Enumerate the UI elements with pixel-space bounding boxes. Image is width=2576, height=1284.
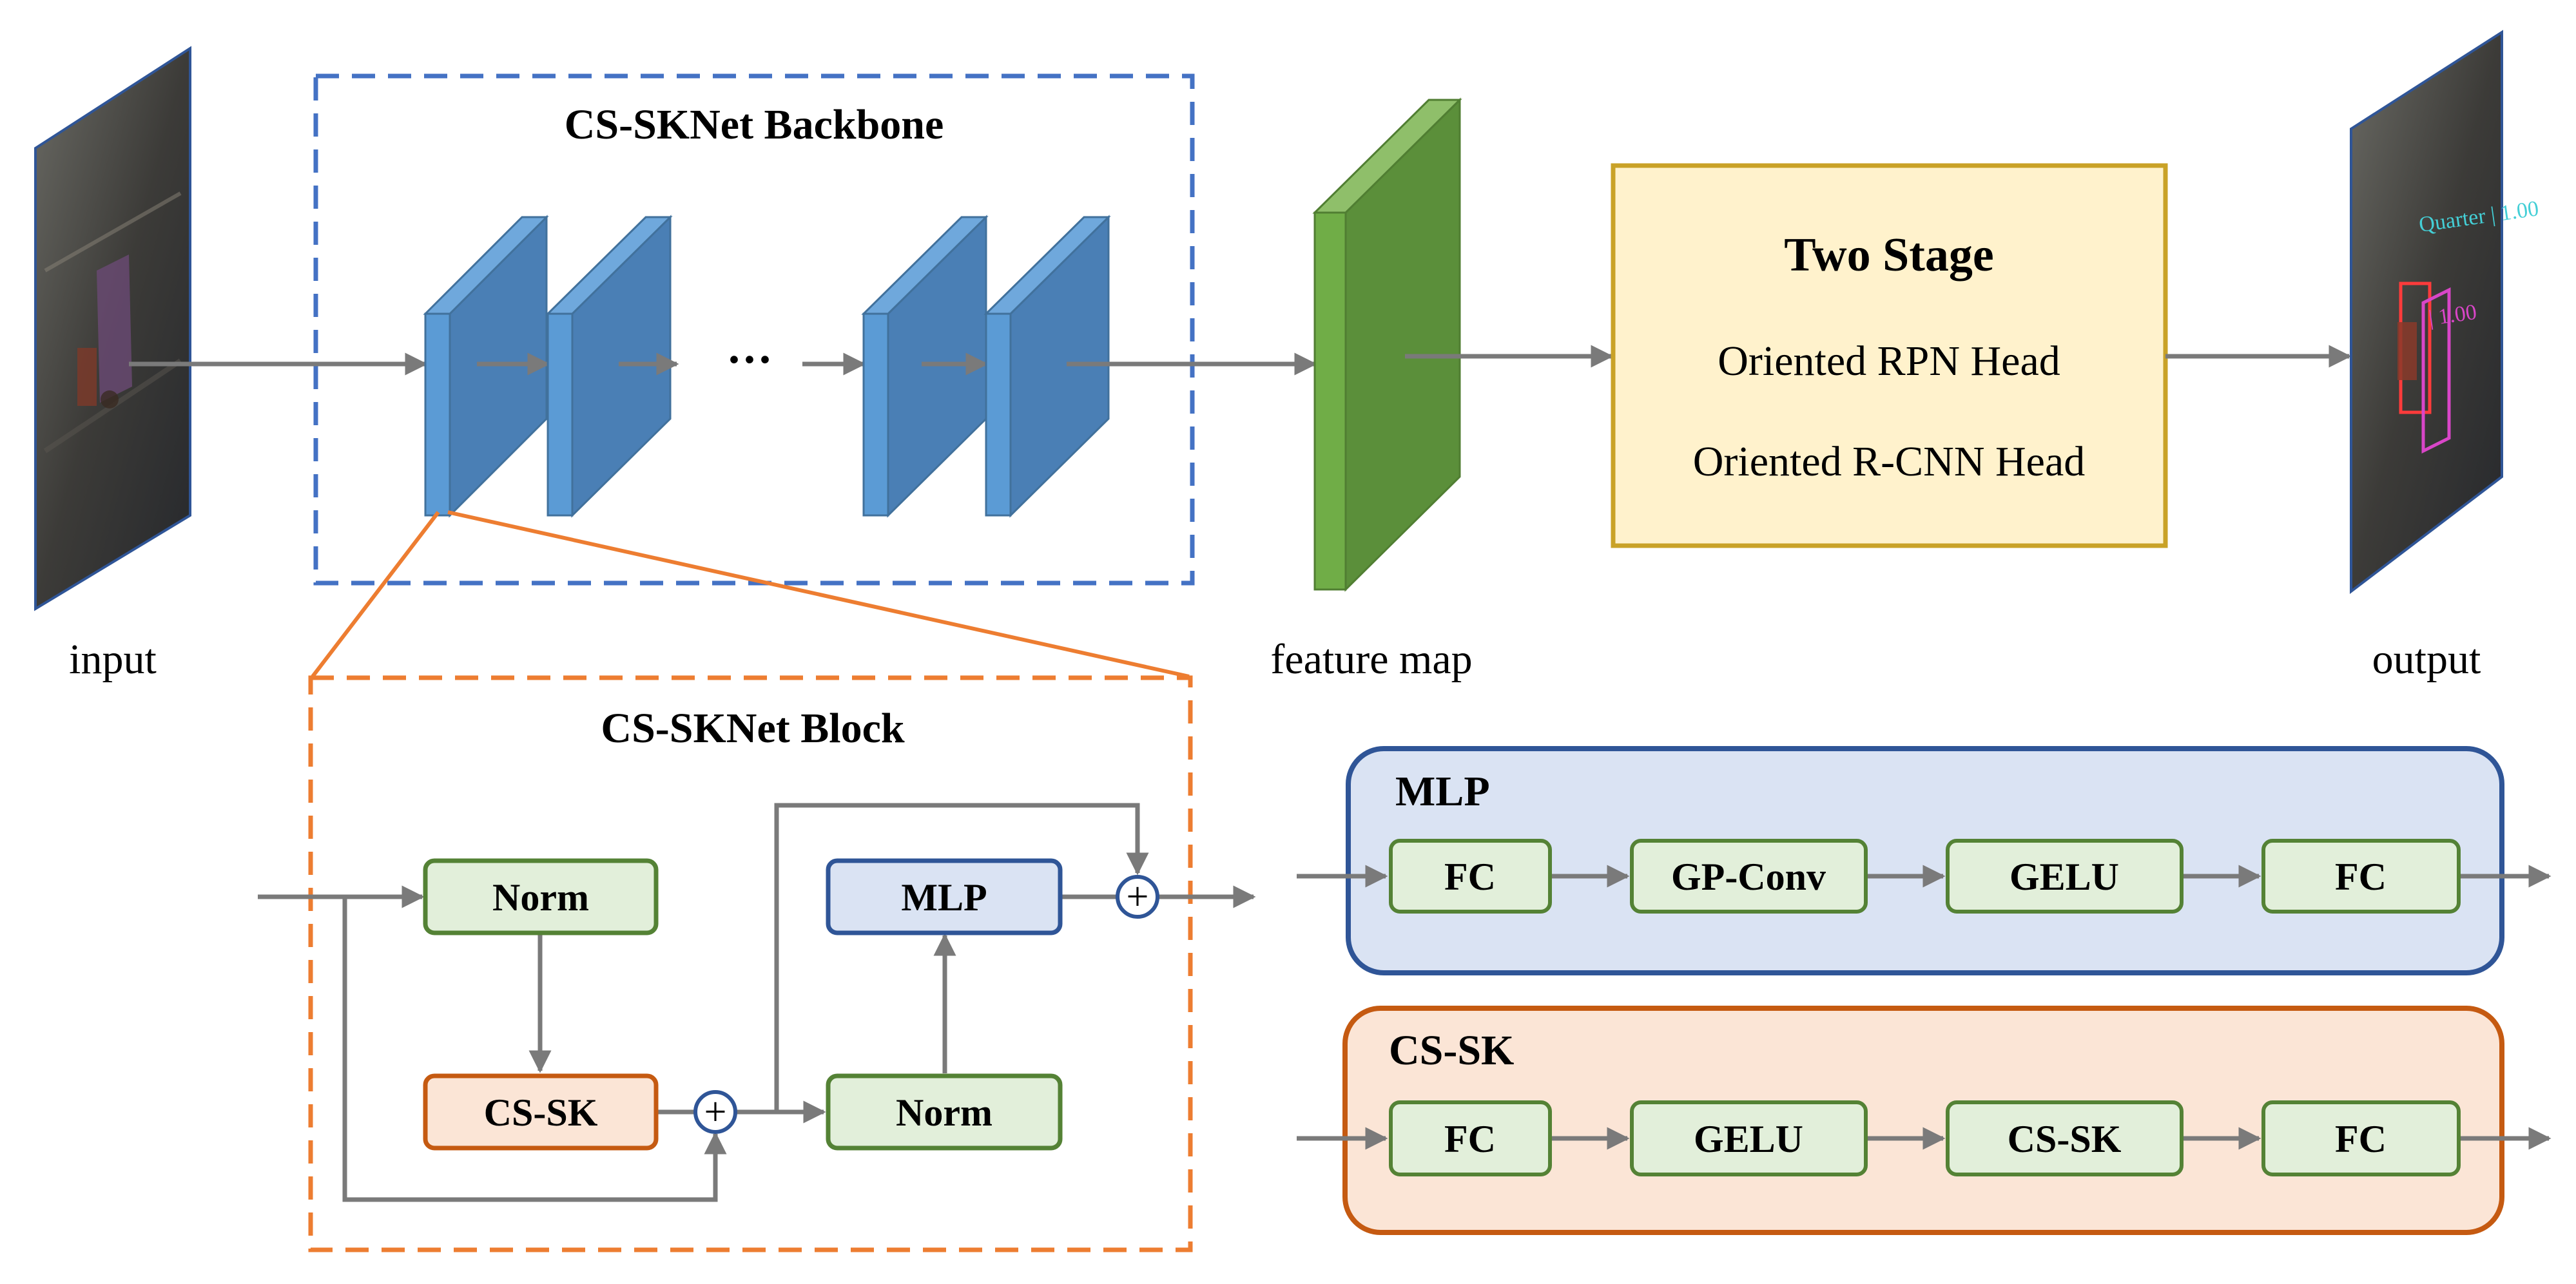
block-add-symbol-1: + xyxy=(704,1090,727,1134)
cssk-step-cssk-label: CS-SK xyxy=(2008,1118,2122,1160)
block-container xyxy=(308,675,1193,1252)
cssk-panel xyxy=(1342,1006,2504,1235)
mlp-step-gelu-label: GELU xyxy=(2009,856,2119,898)
block-title: CS-SKNet Block xyxy=(601,705,904,752)
output-label: output xyxy=(2372,636,2481,683)
mlp-panel-title: MLP xyxy=(1395,768,1490,815)
block-cssk-box xyxy=(423,1073,659,1151)
block-mlp-box xyxy=(826,858,1063,935)
feature-map-label: feature map xyxy=(1270,636,1472,683)
backbone-container xyxy=(313,73,1195,586)
block-cssk-label: CS-SK xyxy=(484,1091,598,1134)
cssk-step-fc1-label: FC xyxy=(1444,1118,1496,1160)
two-stage-box xyxy=(1611,163,2168,548)
cssk-step-fc2 xyxy=(2261,1100,2461,1176)
backbone-ellipsis: ··· xyxy=(726,334,773,385)
input-image xyxy=(34,46,191,611)
output-image: Quarter | 1.00 | 1.00 xyxy=(2350,30,2540,595)
block-norm1-box xyxy=(423,858,659,935)
two-stage-rcnn-head: Oriented R-CNN Head xyxy=(1693,438,2086,485)
block-add-symbol-2: + xyxy=(1127,875,1149,919)
cssk-panel-title: CS-SK xyxy=(1389,1027,1514,1074)
backbone-stage-4 xyxy=(983,215,1111,518)
backbone-title: CS-SKNet Backbone xyxy=(565,101,944,148)
mlp-step-fc2 xyxy=(2261,839,2461,914)
block-norm2-box xyxy=(826,1073,1063,1151)
mlp-step-gpconv-label: GP-Conv xyxy=(1671,856,1826,898)
cssk-step-fc1 xyxy=(1389,1100,1552,1176)
mlp-step-fc1 xyxy=(1389,839,1552,914)
input-label: input xyxy=(69,636,157,683)
block-add-node-1 xyxy=(693,1090,737,1134)
block-wiring xyxy=(258,803,1256,1202)
cssk-step-gelu-label: GELU xyxy=(1694,1118,1803,1160)
mlp-step-fc1-label: FC xyxy=(1444,856,1496,898)
mlp-step-gelu xyxy=(1946,839,2184,914)
block-add-node-2 xyxy=(1116,875,1159,919)
mlp-panel xyxy=(1346,746,2504,975)
zoom-line-right xyxy=(447,510,1190,678)
mlp-step-fc2-label: FC xyxy=(2335,856,2387,898)
mlp-step-gpconv xyxy=(1630,839,1868,914)
block-norm1-label: Norm xyxy=(492,876,589,919)
feature-map-block xyxy=(1312,97,1462,592)
cssk-step-cssk xyxy=(1946,1100,2184,1176)
two-stage-title: Two Stage xyxy=(1784,229,1993,282)
zoom-line-left xyxy=(311,511,440,678)
cssk-step-fc2-label: FC xyxy=(2335,1118,2387,1160)
backbone-stage-3 xyxy=(861,215,989,518)
block-norm2-label: Norm xyxy=(896,1091,993,1134)
block-mlp-label: MLP xyxy=(901,876,987,919)
two-stage-rpn-head: Oriented RPN Head xyxy=(1718,338,2060,385)
cssk-step-gelu xyxy=(1630,1100,1868,1176)
